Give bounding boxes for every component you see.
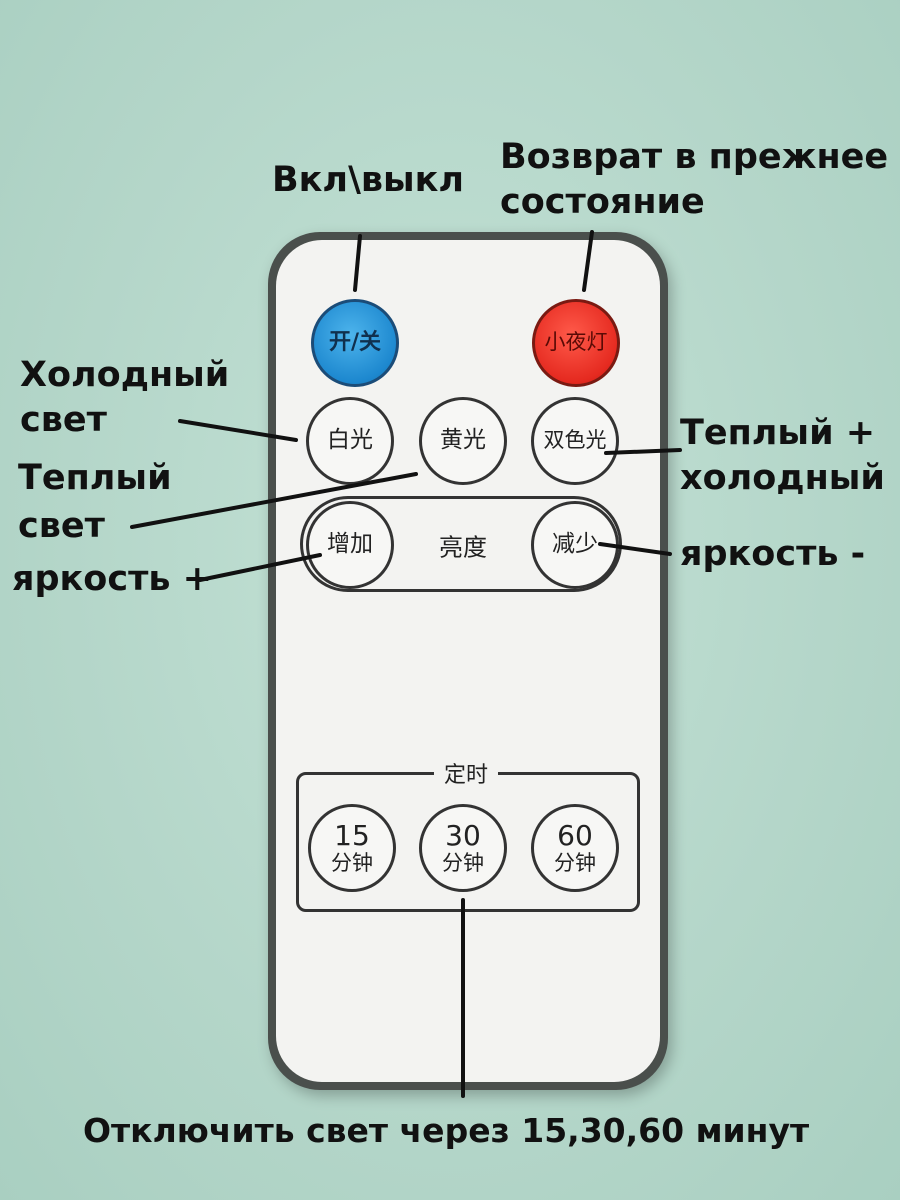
brightness-up-pointer (198, 553, 322, 582)
timer-number: 30 (445, 819, 481, 853)
mixed-pointer (604, 448, 682, 455)
night-light-button[interactable]: 小夜灯 (532, 299, 620, 387)
timer-number: 15 (334, 819, 370, 853)
restore-annotation-line1: Возврат в прежнее (500, 137, 889, 177)
cold-annotation-line2: свет (20, 400, 107, 440)
brightness-label: 亮度 (439, 533, 487, 562)
timer-unit: 分钟 (442, 850, 484, 875)
power-button-label: 开/关 (328, 329, 382, 355)
yellow-light-label: 黄光 (440, 427, 486, 454)
brightness-up-button[interactable]: 增加 (306, 501, 394, 589)
mixed-annotation-line2: холодный (680, 458, 885, 498)
power-annotation: Вкл\выкл (272, 160, 465, 200)
warm-pointer (130, 472, 418, 529)
timer-unit: 分钟 (554, 850, 596, 875)
warm-annotation-line2: свет (18, 506, 105, 546)
cold-annotation-line1: Холодный (20, 355, 230, 395)
brightness-down-label: 减少 (552, 531, 598, 558)
cold-pointer (178, 419, 298, 442)
timer-number: 60 (557, 819, 593, 853)
timer-label: 定时 (433, 757, 499, 789)
timer-annotation: Отключить свет через 15,30,60 минут (83, 1111, 810, 1150)
mixed-annotation-line1: Теплый + (680, 413, 876, 453)
restore-annotation-line2: состояние (500, 182, 705, 222)
power-pointer (353, 234, 362, 292)
brightness-up-label: 增加 (327, 531, 373, 558)
brightness-down-annotation: яркость - (680, 534, 866, 574)
white-light-label: 白光 (327, 427, 373, 454)
white-light-button[interactable]: 白光 (306, 397, 394, 485)
dual-light-button[interactable]: 双色光 (531, 397, 619, 485)
warm-annotation-line1: Теплый (18, 458, 172, 498)
brightness-up-annotation: яркость + (12, 559, 213, 599)
brightness-group (300, 496, 622, 592)
restore-pointer (582, 230, 594, 292)
yellow-light-button[interactable]: 黄光 (419, 397, 507, 485)
dual-light-label: 双色光 (543, 428, 607, 453)
brightness-down-pointer (598, 542, 672, 556)
timer-unit: 分钟 (331, 850, 373, 875)
power-button[interactable]: 开/关 (311, 299, 399, 387)
night-light-label: 小夜灯 (544, 330, 608, 355)
